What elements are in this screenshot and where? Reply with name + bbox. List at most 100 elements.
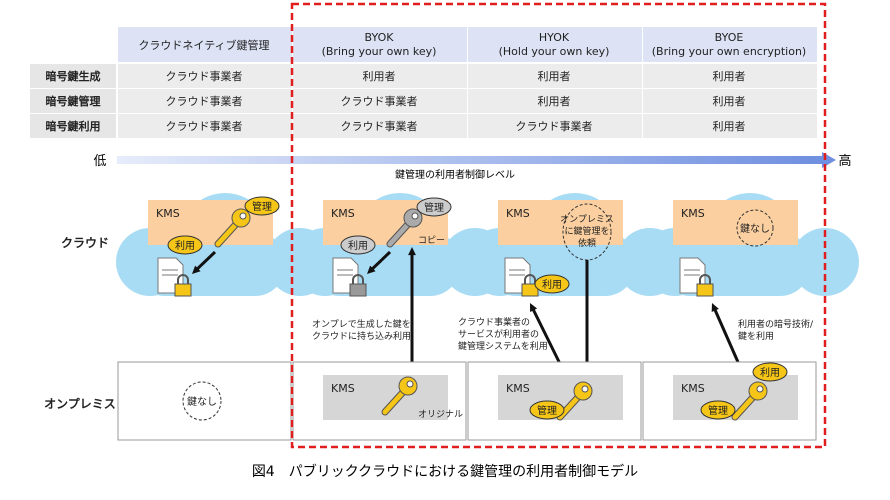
badge xyxy=(534,274,570,294)
table-row-label-cell xyxy=(30,89,116,113)
table-cell-text: クラウド事業者 xyxy=(166,95,243,108)
table-header-text: (Bring your own key) xyxy=(322,45,437,58)
table-cell xyxy=(468,114,642,138)
kms-label: KMS xyxy=(156,207,180,220)
badge xyxy=(416,197,452,217)
table-cell-text: 利用者 xyxy=(713,95,746,108)
table-row-label: 暗号鍵管理 xyxy=(46,94,101,108)
table-row-label: 暗号鍵生成 xyxy=(46,69,101,83)
table-cell xyxy=(293,114,467,138)
high-label: 高 xyxy=(838,153,851,169)
table-cell-text: 利用者 xyxy=(538,70,571,83)
encrypted-document-icon xyxy=(157,257,192,297)
encrypted-document-icon xyxy=(679,257,714,297)
badge xyxy=(529,400,565,420)
control-level-arrow: 低 高 鍵管理の利用者制御レベル xyxy=(93,152,852,181)
table-cell-text: 利用者 xyxy=(713,70,746,83)
kms-label: KMS xyxy=(331,207,355,220)
badge-text: 管理 xyxy=(537,404,557,417)
table-cell-text: 利用者 xyxy=(713,120,746,133)
table-row-label-cell xyxy=(30,64,116,88)
table-cell-text: クラウド事業者 xyxy=(166,70,243,83)
note-text: 利用者の暗号技術/ xyxy=(738,318,814,330)
scale-label: 鍵管理の利用者制御レベル xyxy=(395,168,515,181)
arrow-head xyxy=(408,247,416,256)
user-control-highlight-box xyxy=(290,2,827,449)
note-text: サービスが利用者の xyxy=(458,328,539,340)
note-text: 鍵を利用 xyxy=(738,330,774,342)
note-text: クラウドに持ち込み利用 xyxy=(312,330,411,342)
table-row-label: 暗号鍵利用 xyxy=(46,119,101,133)
note-text: オンプレで生成した鍵を xyxy=(312,318,411,330)
table-cell-text: クラウド事業者 xyxy=(341,95,418,108)
no-key-circle xyxy=(736,209,774,247)
no-key-text: 鍵なし xyxy=(740,222,770,235)
encrypted-document-icon xyxy=(332,257,367,297)
table-header-text: (Hold your own key) xyxy=(499,45,610,58)
note-text: クラウド事業者の xyxy=(458,316,530,328)
key-icon xyxy=(386,208,423,248)
arrow-head xyxy=(367,265,376,274)
table-cell xyxy=(468,89,642,113)
table-header-cell xyxy=(118,27,292,62)
table-cell-text: 利用者 xyxy=(538,95,571,108)
onprem-row-label: オンプレミス xyxy=(44,396,116,411)
key-icon xyxy=(731,381,768,421)
arrow-head xyxy=(192,265,201,274)
no-key-text: 鍵なし xyxy=(187,395,217,408)
lock-icon xyxy=(352,274,364,284)
table-cell xyxy=(643,114,817,138)
table-header-text: (Bring your own encryption) xyxy=(652,45,806,58)
note-text: オンプレミス xyxy=(560,214,614,225)
arrow-head xyxy=(530,303,538,312)
kms-label: KMS xyxy=(681,207,705,220)
table-header-text: BYOE xyxy=(715,31,744,44)
badge xyxy=(167,235,203,255)
kms-box xyxy=(498,200,623,245)
badge xyxy=(244,196,280,216)
note-text: 依頼 xyxy=(578,237,596,249)
flow-arrow xyxy=(195,250,217,271)
table-cell xyxy=(118,64,292,88)
key-icon xyxy=(214,208,251,248)
lock-icon xyxy=(524,274,536,284)
note-text: 鍵管理システムを利用 xyxy=(458,340,548,352)
low-label: 低 xyxy=(93,154,106,169)
note-text: に鍵管理を xyxy=(564,225,609,237)
badge-text: 利用 xyxy=(760,367,780,379)
table-header-text: クラウドネイティブ鍵管理 xyxy=(138,38,269,52)
badge-text: 管理 xyxy=(708,404,728,417)
figure-caption: 図4 パブリッククラウドにおける鍵管理の利用者制御モデル xyxy=(252,463,638,480)
no-key-circle xyxy=(182,381,222,421)
badge-text: 管理 xyxy=(424,201,444,214)
table-cell xyxy=(643,64,817,88)
kms-label: KMS xyxy=(681,382,705,395)
table-cell xyxy=(293,89,467,113)
kms-box xyxy=(673,200,798,245)
cloud-row-label: クラウド xyxy=(61,236,109,250)
table-header-cell xyxy=(293,27,467,62)
kms-label: KMS xyxy=(331,382,355,395)
encrypted-document-icon xyxy=(504,257,539,297)
kms-label: KMS xyxy=(506,382,530,395)
badge-text: 利用 xyxy=(348,240,368,252)
table-cell-text: クラウド事業者 xyxy=(516,120,593,133)
table-cell-text: クラウド事業者 xyxy=(341,120,418,133)
table-cell xyxy=(643,89,817,113)
flow-arrow xyxy=(370,250,392,271)
table-header-cell xyxy=(643,27,817,62)
badge xyxy=(752,362,788,382)
table-row-label-cell xyxy=(30,114,116,138)
original-label: オリジナル xyxy=(418,409,463,420)
badge-text: 管理 xyxy=(252,200,272,213)
key-icon xyxy=(381,376,418,416)
table-cell-text: 利用者 xyxy=(363,70,396,83)
table-header-cell xyxy=(468,27,642,62)
arrow-head xyxy=(711,303,719,312)
copy-label: コピー xyxy=(418,235,445,246)
table-cell xyxy=(468,64,642,88)
badge xyxy=(700,400,736,420)
table-header-text: HYOK xyxy=(539,31,570,44)
